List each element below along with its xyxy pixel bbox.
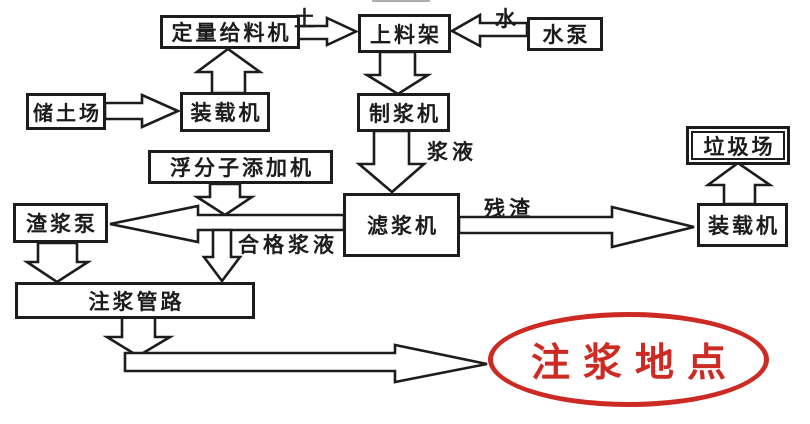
node-loader-left: 装载机 xyxy=(180,92,270,132)
arrow-slag-pump-to-pipeline xyxy=(22,241,93,284)
node-slurry-maker: 制浆机 xyxy=(357,93,450,132)
arrow-water-pump-to-loading-rack xyxy=(449,12,529,49)
arrow-loading-rack-to-slurry-maker xyxy=(362,50,433,96)
arrow-additive-machine-down xyxy=(192,182,257,217)
node-soil-storage: 储土场 xyxy=(26,93,106,130)
arrow-filter-to-slag-pump xyxy=(109,204,346,244)
edge-label-soil: 土 xyxy=(294,7,319,31)
node-grouting-site: 注浆地点 xyxy=(488,312,769,407)
top-edge-artifact xyxy=(372,0,430,2)
arrow-loader-right-to-garbage xyxy=(704,161,775,206)
edge-label-slurry: 浆液 xyxy=(427,140,477,164)
node-water-pump: 水泵 xyxy=(527,17,603,51)
node-slurry-filter: 滤浆机 xyxy=(343,193,460,257)
edge-label-qualified-slurry: 合格浆液 xyxy=(238,233,338,257)
node-grouting-pipeline: 注浆管路 xyxy=(15,282,255,319)
arrow-slurry-maker-to-filter xyxy=(355,129,428,194)
arrow-pipeline-down xyxy=(102,315,175,358)
node-slag-pump: 渣浆泵 xyxy=(13,203,108,243)
edge-label-water: 水 xyxy=(495,7,520,31)
arrow-loader-to-feeder xyxy=(193,47,265,95)
garbage-dump-label: 垃圾场 xyxy=(691,131,785,160)
arrow-filter-to-loader-right xyxy=(457,205,695,249)
node-loading-rack: 上料架 xyxy=(358,14,451,53)
arrow-soil-storage-to-loader xyxy=(103,92,182,130)
edge-label-residue: 残渣 xyxy=(484,197,534,221)
node-additive-machine: 浮分子添加机 xyxy=(148,150,333,184)
node-garbage-dump: 垃圾场 xyxy=(686,126,790,165)
node-loader-right: 装载机 xyxy=(697,203,788,247)
arrow-branch-to-pipeline xyxy=(201,228,243,284)
node-feeder: 定量给料机 xyxy=(160,15,300,49)
arrow-to-grouting-site xyxy=(123,343,488,384)
